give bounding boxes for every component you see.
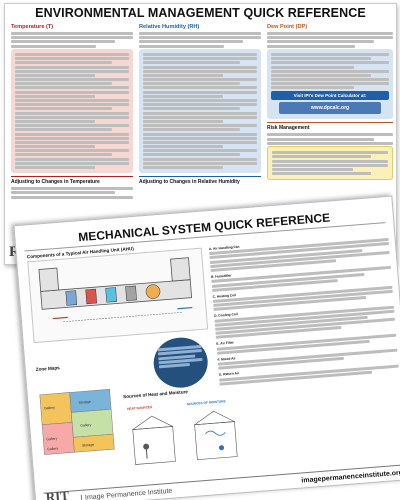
zone-map-graphic: Gallery Storage Gallery Gallery Storage … [39, 389, 115, 455]
rit-logo: RIT [45, 487, 70, 500]
step-label: Air Filter [220, 340, 235, 346]
relative-humidity-heading: Relative Humidity (RH) [139, 24, 200, 30]
moisture-sources-label: SOURCES OF MOISTURE [187, 399, 226, 406]
dew-point-heading: Dew Point (DP) [267, 24, 308, 30]
temperature-column: Temperature (T) Adjusting to Changes in … [11, 24, 133, 200]
ahu-steps-list: A. Air Handling Fan B. Humidifier C. Hea… [209, 233, 400, 388]
dew-point-calculator-label: Visit IPI's Dew Point Calculator at: [271, 91, 389, 101]
risk-management-heading: Risk Management [267, 122, 393, 131]
step-id: F. [217, 357, 221, 362]
dew-point-panel: Visit IPI's Dew Point Calculator at: www… [267, 48, 393, 120]
zone-label: Gallery [80, 423, 92, 428]
step-label: Cooling Coil [218, 312, 238, 318]
zone-label: Gallery [46, 437, 58, 442]
ahu-diagram-graphic [38, 257, 193, 323]
ahu-diagram [27, 247, 209, 344]
mechanical-system-reference-poster: MECHANICAL SYSTEM QUICK REFERENCE Compon… [13, 195, 400, 500]
risk-management-callout [267, 146, 393, 181]
zone-label: Gallery [44, 406, 56, 411]
zone-label: Storage [78, 400, 91, 405]
zone-label: Gallery [47, 447, 59, 452]
adjusting-temperature-text [11, 187, 133, 199]
step-label: Mixed Air [220, 356, 236, 362]
dew-point-intro [267, 32, 393, 48]
risk-management-text [267, 133, 393, 145]
adjusting-temperature-heading: Adjusting to Changes in Temperature [11, 176, 133, 185]
ahu-note-circle [151, 335, 210, 390]
sources-diagram: HEAT SOURCES SOURCES OF MOISTURE [122, 391, 248, 478]
zone-map: Gallery Storage Gallery Gallery Storage … [36, 369, 119, 467]
step-id: E. [216, 341, 220, 347]
poster-title: ENVIRONMENTAL MANAGEMENT QUICK REFERENCE [35, 6, 366, 20]
relative-humidity-column: Relative Humidity (RH) Adjusting to Chan… [139, 24, 261, 187]
zone-maps-heading: Zone Maps [35, 365, 60, 373]
temperature-intro [11, 32, 133, 48]
relative-humidity-intro [139, 32, 261, 48]
sources-graphic: HEAT SOURCES SOURCES OF MOISTURE [127, 399, 238, 465]
dew-point-calculator-link[interactable]: www.dpcalc.org [279, 102, 381, 115]
environmental-reference-poster: ENVIRONMENTAL MANAGEMENT QUICK REFERENCE… [4, 3, 397, 265]
zone-label: Storage [82, 443, 95, 448]
temperature-panel [11, 48, 133, 174]
dew-point-column: Dew Point (DP) Visit IPI's Dew Point Cal… [267, 24, 393, 183]
step-label: Return Air [223, 371, 240, 377]
relative-humidity-panel [139, 48, 261, 174]
adjusting-rh-heading: Adjusting to Changes in Relative Humidit… [139, 176, 261, 185]
heat-sources-label: HEAT SOURCES [127, 405, 152, 411]
temperature-heading: Temperature (T) [11, 24, 54, 30]
